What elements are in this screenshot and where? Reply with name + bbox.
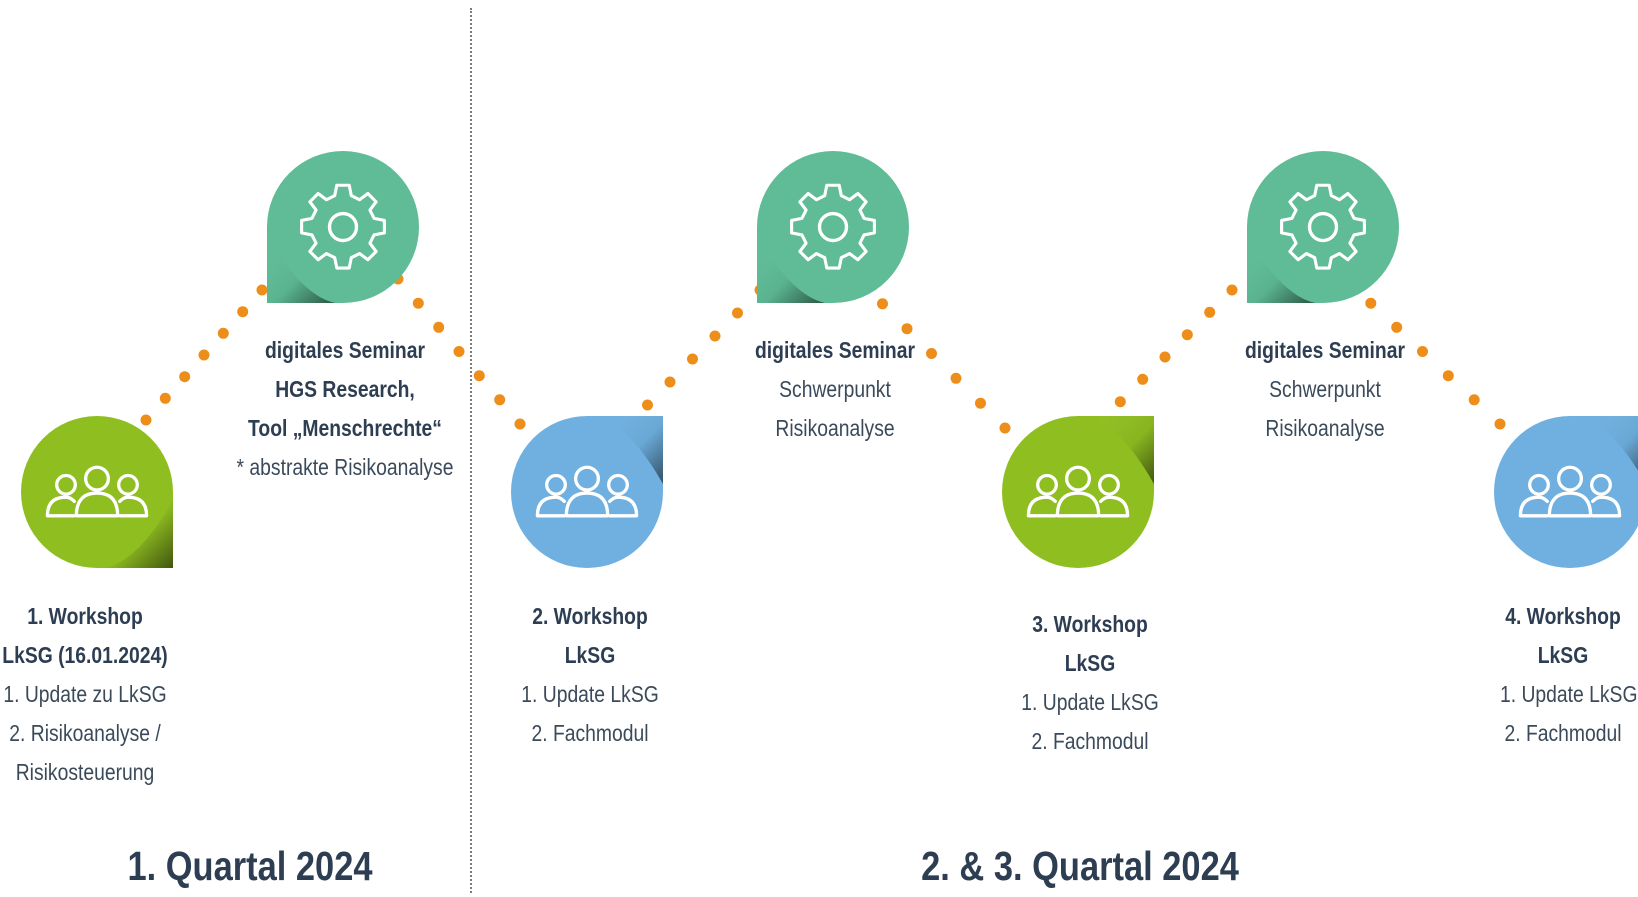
event-6-bubble-fold	[1247, 235, 1315, 303]
event-4-text: digitales Seminar Schwerpunkt Risikoanal…	[738, 331, 931, 448]
connector-dot-12	[473, 370, 485, 382]
event-4-title: digitales Seminar	[755, 337, 915, 363]
event-3-line-1: 1. Update LkSG	[521, 681, 659, 707]
connector-dot-38	[1391, 321, 1403, 333]
connector-dot-5	[217, 327, 229, 339]
connector-dot-27	[975, 397, 986, 409]
connector-dot-25	[926, 348, 937, 359]
event-1-bubble	[21, 416, 173, 568]
connector-dot-16	[642, 399, 653, 411]
event-5-bubble-fold	[1086, 416, 1154, 484]
event-1-line-1: 1. Update zu LkSG	[3, 681, 167, 707]
event-4-line-2: Risikoanalyse	[775, 415, 895, 441]
connector-dot-37	[1365, 297, 1377, 309]
connector-dot-24	[901, 323, 913, 335]
event-1-bubble-fold	[105, 500, 173, 568]
connector-dot-1	[140, 414, 152, 426]
connector-dot-31	[1137, 373, 1149, 385]
event-6-text: digitales Seminar Schwerpunkt Risikoanal…	[1228, 331, 1421, 448]
event-5-line-2: 2. Fachmodul	[1031, 728, 1149, 754]
event-2-text: digitales Seminar HGS Research, Tool „Me…	[232, 331, 459, 487]
connector-dot-13	[494, 394, 506, 406]
connector-dot-11	[453, 346, 465, 357]
connector-dot-19	[709, 330, 721, 342]
event-5-subtitle: LkSG	[1064, 650, 1116, 676]
event-6-title: digitales Seminar	[1245, 337, 1405, 363]
connector-dot-14	[514, 418, 526, 430]
connector-dot-7	[256, 284, 268, 296]
connector-dot-33	[1181, 329, 1193, 341]
connector-dot-35	[1226, 284, 1238, 296]
event-6-bubble-shape	[1247, 151, 1399, 303]
event-7-subtitle: LkSG	[1537, 642, 1589, 668]
event-7-bubble-fold	[1578, 416, 1638, 471]
connector-dot-28	[999, 422, 1011, 434]
quarter-23-label: 2. & 3. Quartal 2024	[921, 843, 1239, 889]
event-3-text: 2. Workshop LkSG 1. Update LkSG 2. Fachm…	[506, 597, 674, 753]
event-4-line-1: Schwerpunkt	[779, 376, 891, 402]
event-6-bubble	[1247, 151, 1399, 303]
event-1-subtitle: LkSG (16.01.2024)	[2, 642, 168, 668]
event-1-line-2: 2. Risikoanalyse /	[9, 720, 161, 746]
event-3-line-2: 2. Fachmodul	[531, 720, 649, 746]
connector-dot-32	[1159, 351, 1171, 363]
event-2-line-1: * abstrakte Risikoanalyse	[236, 454, 454, 480]
event-5-title: 3. Workshop	[1032, 611, 1148, 637]
event-7-text: 4. Workshop LkSG 1. Update LkSG 2. Fachm…	[1500, 597, 1638, 753]
connector-dot-10	[433, 321, 445, 333]
connector-dot-39	[1417, 346, 1428, 357]
connector-dot-23	[877, 298, 888, 310]
event-7-title: 4. Workshop	[1505, 603, 1621, 629]
connector-dot-6	[237, 306, 249, 318]
event-1-text: 1. Workshop LkSG (16.01.2024) 1. Update …	[1, 597, 169, 792]
event-5-text: 3. Workshop LkSG 1. Update LkSG 2. Fachm…	[1006, 605, 1174, 761]
event-6-line-1: Schwerpunkt	[1269, 376, 1381, 402]
connector-dot-42	[1494, 418, 1506, 430]
connector-dot-3	[179, 371, 191, 383]
event-6-line-2: Risikoanalyse	[1265, 415, 1385, 441]
event-2-bold-line-1: HGS Research,	[275, 376, 415, 402]
event-5-bubble	[1002, 416, 1154, 568]
event-2-bubble-fold	[267, 235, 335, 303]
connector-dot-17	[664, 376, 676, 388]
event-2-bold-line-2: Tool „Menschrechte“	[248, 415, 442, 441]
event-3-subtitle: LkSG	[564, 642, 616, 668]
event-bubbles	[21, 151, 1638, 568]
event-7-bubble	[1494, 416, 1638, 568]
event-3-bubble-fold	[595, 416, 663, 484]
event-4-bubble	[757, 151, 909, 303]
connector-dot-34	[1204, 306, 1216, 318]
connector-dot-41	[1468, 394, 1480, 406]
event-7-line-1: 1. Update LkSG	[1500, 681, 1638, 707]
connector-dot-30	[1114, 396, 1126, 408]
event-4-bubble-fold	[757, 235, 825, 303]
event-2-bubble	[267, 151, 419, 303]
event-7-line-2: 2. Fachmodul	[1504, 720, 1622, 746]
connector-dot-18	[687, 353, 698, 365]
connector-dot-2	[159, 392, 171, 404]
event-3-bubble	[511, 416, 663, 568]
connector-dot-26	[950, 372, 962, 384]
event-1-line-3: Risikosteuerung	[15, 759, 155, 785]
quarter-1-label: 1. Quartal 2024	[127, 843, 373, 889]
event-4-bubble-shape	[757, 151, 909, 303]
connector-dot-20	[732, 307, 743, 319]
quarter-divider	[470, 8, 472, 893]
event-2-title: digitales Seminar	[265, 337, 425, 363]
event-3-title: 2. Workshop	[532, 603, 648, 629]
event-5-line-1: 1. Update LkSG	[1021, 689, 1159, 715]
connector-dot-9	[412, 297, 424, 309]
event-1-title: 1. Workshop	[27, 603, 143, 629]
connector-dot-4	[198, 349, 210, 361]
event-2-bubble-shape	[267, 151, 419, 303]
connector-dot-40	[1442, 370, 1454, 382]
